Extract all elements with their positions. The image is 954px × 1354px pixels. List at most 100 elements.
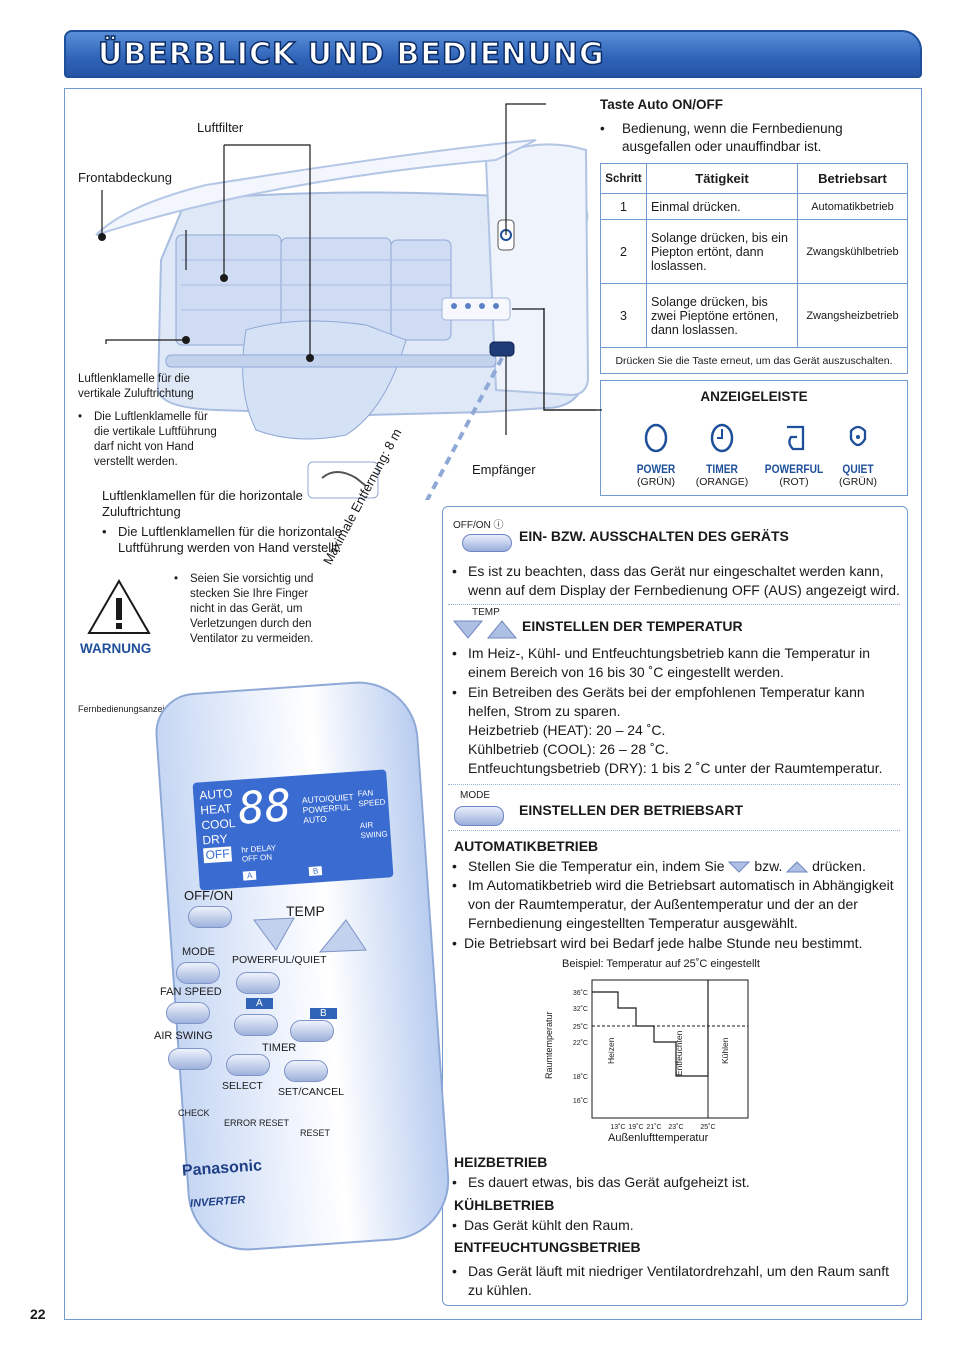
remote-select-button[interactable] <box>226 1054 270 1076</box>
bullet: • <box>452 684 457 700</box>
cool-title: KÜHLBETRIEB <box>454 1197 555 1213</box>
remote-setcancel-button[interactable] <box>284 1060 328 1082</box>
bullet: • <box>452 1263 457 1279</box>
indicator-color: (GRÜN) <box>839 476 877 488</box>
chart-x-tick: 23˚C <box>668 1123 683 1131</box>
cell-step: 1 <box>600 193 647 220</box>
caption-temp: TEMP <box>472 607 500 618</box>
lower-filter <box>242 320 407 440</box>
auto-b3-text: Die Betriebsart wird bei Bedarf jede hal… <box>464 935 863 951</box>
temp-bullet-1-text: Im Heiz-, Kühl- und Entfeuchtungsbetrieb… <box>468 645 871 680</box>
display-strip-title: ANZEIGELEISTE <box>700 389 808 404</box>
cell-mode: Zwangsheizbetrieb <box>797 283 908 348</box>
table-row: 3 Solange drücken, bis zwei Pieptöne ert… <box>600 283 908 348</box>
display-strip: ANZEIGELEISTE POWER (GRÜN) TIMER (ORANGE… <box>600 380 908 496</box>
remote-label-fanspeed: FAN SPEED <box>160 986 222 998</box>
table-row: 2 Solange drücken, bis ein Piepton ertön… <box>600 219 908 284</box>
remote-lcd: AUTO HEAT COOL DRY OFF 88 AUTO/QUIET POW… <box>192 769 394 891</box>
temp-bullet-2: • Ein Betreiben des Geräts bei der empfo… <box>452 683 900 778</box>
timer-icon <box>710 423 734 453</box>
cell-action: Einmal drücken. <box>646 193 798 220</box>
auto-bullet-2: • Im Automatikbetrieb wird die Betriebsa… <box>452 876 900 933</box>
bullet: • <box>452 858 457 874</box>
remote-timer-a-button[interactable] <box>234 1014 278 1036</box>
remote-label-reset: RESET <box>300 1128 331 1138</box>
remote-fanspeed-button[interactable] <box>166 1002 210 1024</box>
th-schritt: Schritt <box>600 163 647 194</box>
indicator-color: (ROT) <box>779 476 809 488</box>
lcd-b: B <box>308 866 323 876</box>
remote-temp-down-button <box>253 917 295 951</box>
caption-offon: OFF/ON ⓘ <box>453 520 504 531</box>
chart-region-label: Kühlen <box>720 1037 730 1064</box>
table-footer-row: Drücken Sie die Taste erneut, um das Ger… <box>600 347 908 374</box>
remote-temp-buttons[interactable] <box>250 914 370 956</box>
cell-action: Solange drücken, bis zwei Pieptöne ertön… <box>646 283 798 348</box>
dry-bullet: • Das Gerät läuft mit niedriger Ventilat… <box>452 1262 900 1300</box>
cool-bullet: • Das Gerät kühlt den Raum. <box>452 1216 900 1235</box>
remote-label-offon: OFF/ON <box>184 888 234 903</box>
chart-y-tick: 36˚C <box>573 989 588 997</box>
indicator-timer: TIMER (ORANGE) <box>687 421 757 488</box>
chart-title: Beispiel: Temperatur auf 25˚C eingestell… <box>562 958 760 970</box>
th-betriebsart: Betriebsart <box>797 163 908 194</box>
page-title: ÜBERBLICK UND BEDIENUNG <box>97 36 605 73</box>
remote-label-powerful: POWERFUL/QUIET <box>232 954 327 966</box>
chart-x-tick: 21˚C <box>646 1123 661 1131</box>
caption-mode: MODE <box>460 790 490 801</box>
lcd-off-label: OFF <box>241 853 259 864</box>
receiver <box>489 341 515 357</box>
divider <box>448 830 900 831</box>
remote-label-check: CHECK <box>178 1108 210 1118</box>
lcd-mode-dry: DRY <box>202 831 229 848</box>
remote-airswing-button[interactable] <box>168 1048 212 1070</box>
remote-powerful-button[interactable] <box>236 972 280 994</box>
bullet: • <box>452 877 457 893</box>
lcd-timer-a: hr DELAY OFF ON <box>241 843 277 863</box>
vertical-louver <box>165 354 497 368</box>
indicator-color: (ORANGE) <box>695 476 749 488</box>
label-horizontal-louver: Luftlenklamellen für die horizontale Zul… <box>102 488 303 519</box>
remote-offon-button[interactable] <box>188 906 232 928</box>
distance-line <box>424 357 504 500</box>
note-horizontal-text: Die Luftlenklamellen für die horizontale… <box>118 524 343 555</box>
cell-action: Solange drücken, bis ein Piepton ertönt,… <box>646 219 798 284</box>
remote-timer-b-button[interactable] <box>290 1020 334 1042</box>
unit-indicator-panel <box>441 297 511 321</box>
remote-mode-button[interactable] <box>176 962 220 984</box>
indicator-name: QUIET <box>842 462 874 476</box>
dry-text: Das Gerät läuft mit niedriger Ventilator… <box>468 1263 889 1298</box>
indicator-name: TIMER <box>706 462 738 476</box>
cool-text: Das Gerät kühlt den Raum. <box>464 1217 634 1233</box>
auto-bullet-1: • Stellen Sie die Temperatur ein, indem … <box>452 857 900 876</box>
remote-label-setcancel: SET/CANCEL <box>278 1086 344 1098</box>
offon-button-illustration <box>462 534 512 552</box>
lcd-digits: 88 <box>236 780 294 835</box>
table-footer: Drücken Sie die Taste erneut, um das Ger… <box>600 347 908 374</box>
label-remote-display: Fernbedienungsanzeige <box>78 704 175 714</box>
divider <box>448 784 900 785</box>
cell-step: 2 <box>600 219 647 284</box>
indicator-power: POWER (GRÜN) <box>621 421 691 488</box>
chart-region-label: Heizen <box>606 1037 616 1064</box>
temp-cool: Kühlbetrieb (COOL): 26 – 28 ˚C. <box>468 741 669 757</box>
bullet: • <box>452 563 457 579</box>
cell-step: 3 <box>600 283 647 348</box>
chart-region-label: Entfeuchten <box>674 1030 684 1076</box>
warning-label: WARNUNG <box>80 641 152 656</box>
bullet: • <box>452 645 457 661</box>
remote-label-error-reset: ERROR RESET <box>224 1118 290 1128</box>
remote-label-timer: TIMER <box>262 1042 297 1054</box>
remote-temp-up-button <box>318 919 367 953</box>
onoff-title: EIN- BZW. AUSSCHALTEN DES GERÄTS <box>519 528 789 544</box>
remote-label-select: SELECT <box>222 1080 263 1092</box>
chart-ylabel: Raumtemperatur <box>544 1011 554 1079</box>
quiet-icon <box>849 425 867 447</box>
bullet: • <box>78 411 83 423</box>
heat-title: HEIZBETRIEB <box>454 1154 548 1170</box>
remote-label-airswing: AIR SWING <box>154 1030 213 1042</box>
table-row: 1 Einmal drücken. Automatikbetrieb <box>600 193 908 220</box>
chart-x-tick: 13˚C <box>610 1123 625 1131</box>
air-filter <box>175 234 452 346</box>
divider <box>448 604 900 605</box>
